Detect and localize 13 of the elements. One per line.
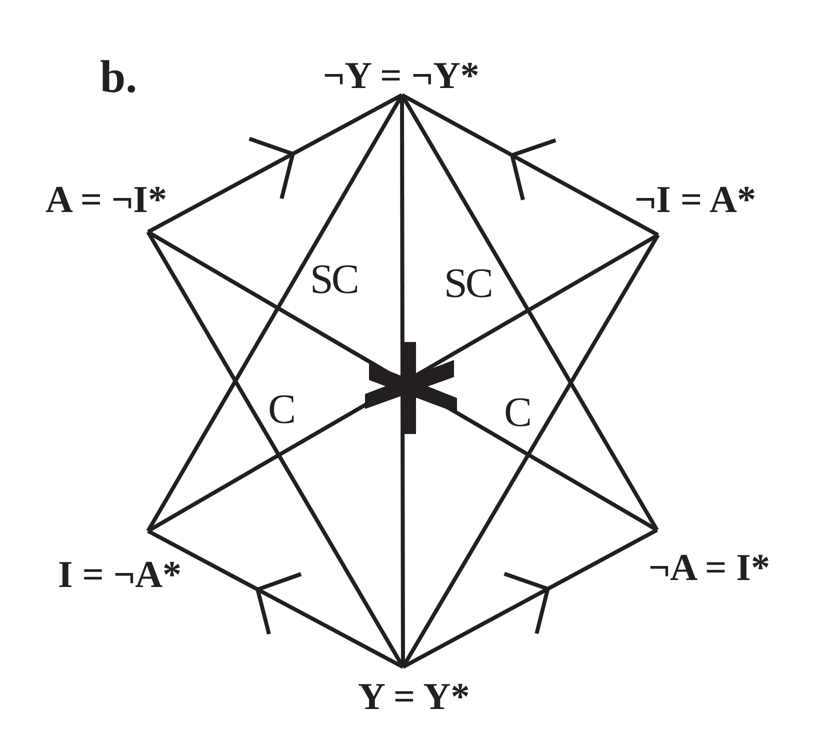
connector-line: [146, 94, 404, 532]
panel-letter: b.: [100, 54, 138, 100]
arrow: [402, 528, 658, 669]
vertex-label: Y = Y*: [358, 667, 470, 716]
arrow: [147, 93, 403, 234]
vertex-label: ¬Y = ¬Y*: [323, 57, 480, 96]
arrow: [401, 93, 659, 237]
vertex-label: ¬A = I*: [648, 530, 770, 588]
connector-line: [400, 94, 659, 532]
arrow: [147, 529, 404, 669]
vertex-label: A = ¬I*: [46, 181, 167, 232]
vertex-label: ¬I = A*: [634, 181, 756, 235]
vertex-label: I = ¬A*: [58, 531, 182, 594]
